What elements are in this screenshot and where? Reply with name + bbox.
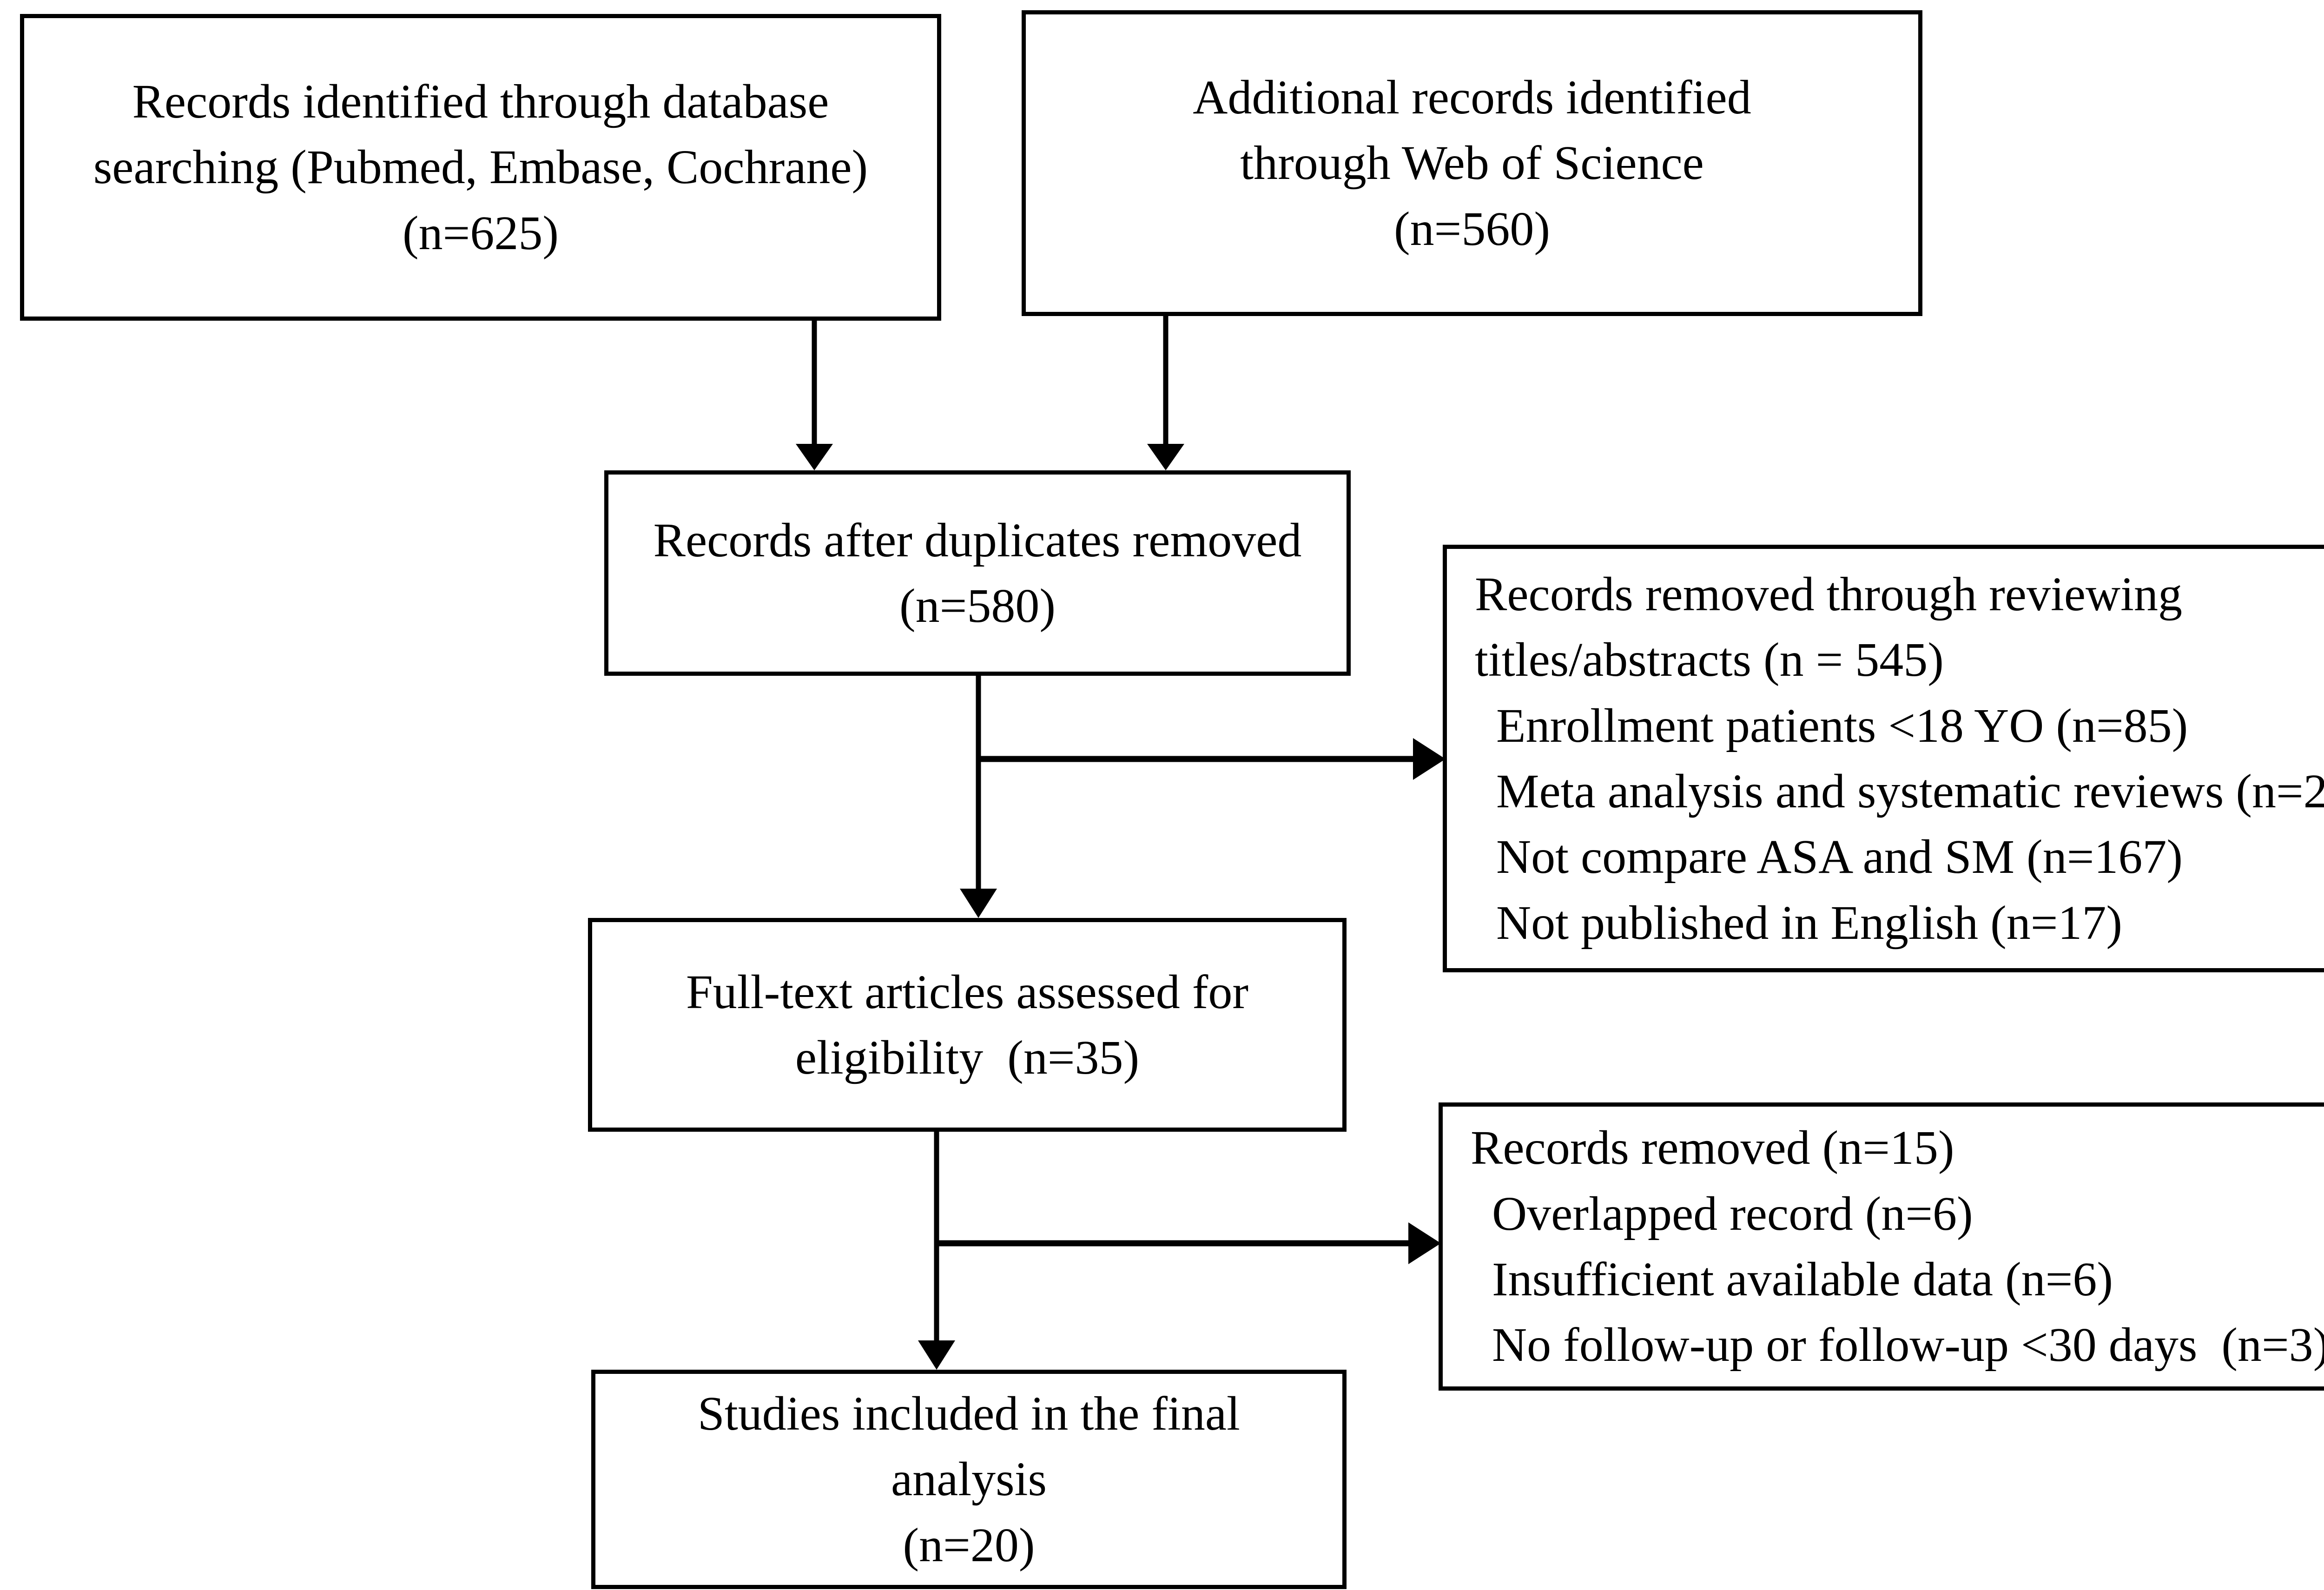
box-records-removed-reviewing: Records removed through reviewing titles… [1443,545,2324,972]
connector-duplicates-to-removed-reviewing [978,738,1446,780]
connector-fulltext-to-removed-final [937,1222,1441,1264]
box-line: Records after duplicates removed [653,513,1302,567]
box-line-reason: Not published in English (n=17) [1496,896,2123,950]
connector-additional-to-duplicates [1147,316,1184,470]
box-line-reason: Insufficient available data (n=6) [1492,1253,2113,1306]
box-line: through Web of Science [1240,136,1704,190]
box-line: Additional records identified [1193,70,1751,124]
box-line: analysis [891,1452,1047,1506]
box-line-reason: Enrollment patients <18 YO (n=85) [1496,699,2188,752]
connector-fulltext-to-included [918,1132,955,1370]
box-line: (n=580) [899,579,1056,633]
box-line: searching (Pubmed, Embase, Cochrane) [93,140,868,194]
box-line: eligibility (n=35) [795,1031,1140,1084]
connector-duplicates-to-fulltext [960,676,997,918]
box-line: (n=625) [403,206,559,260]
box-line: Studies included in the final [698,1386,1240,1440]
box-studies-included-final-analysis: Studies included in the final analysis (… [591,1370,1347,1589]
box-line: Records removed through reviewing [1475,567,2183,621]
box-line: Records removed (n=15) [1471,1121,1954,1175]
box-line: (n=20) [903,1518,1035,1572]
box-line-reason: No follow-up or follow-up <30 days (n=3) [1492,1318,2324,1372]
box-records-after-duplicates-removed: Records after duplicates removed (n=580) [604,470,1351,676]
box-full-text-articles-assessed: Full-text articles assessed for eligibil… [588,918,1347,1132]
box-line-reason: Not compare ASA and SM (n=167) [1496,830,2183,884]
connector-db-search-to-duplicates [796,321,833,470]
box-line: Full-text articles assessed for [686,965,1249,1019]
box-line-reason: Overlapped record (n=6) [1492,1187,1973,1240]
box-line: (n=560) [1394,202,1550,256]
box-line: Records identified through database [132,74,829,128]
box-line: titles/abstracts (n = 545) [1475,633,1944,687]
box-additional-records-web-of-science: Additional records identified through We… [1022,10,1922,316]
box-line-reason: Meta analysis and systematic reviews (n=… [1496,765,2324,818]
box-records-removed-full-text: Records removed (n=15) Overlapped record… [1439,1102,2324,1391]
box-records-identified-database: Records identified through database sear… [20,14,941,321]
